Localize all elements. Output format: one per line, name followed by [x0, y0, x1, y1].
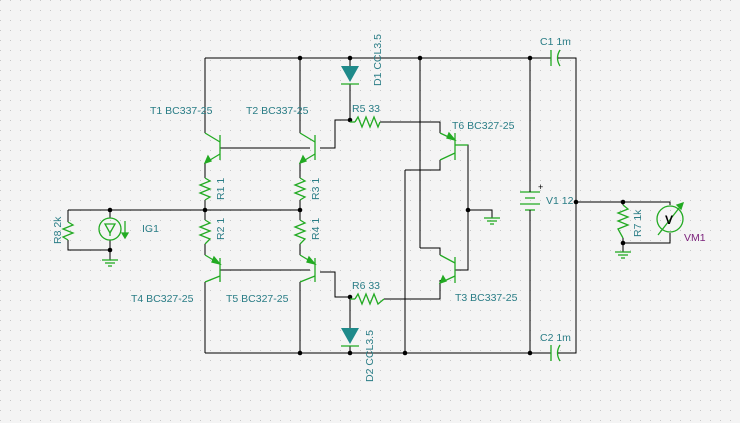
resistor-r8[interactable] [61, 221, 75, 241]
label-ig1: IG1 [142, 223, 159, 235]
label-c1: C1 1m [540, 36, 571, 48]
resistor-r4[interactable] [293, 219, 307, 245]
label-t1: T1 BC337-25 [150, 105, 213, 117]
transistor-t1[interactable] [203, 132, 221, 165]
label-t3: T3 BC337-25 [455, 292, 518, 304]
current-source-ig1[interactable] [98, 217, 130, 241]
resistor-r2[interactable] [198, 219, 212, 245]
label-r3: R3 1 [310, 178, 322, 200]
ground-r7 [615, 251, 631, 259]
transistor-t6[interactable] [439, 131, 468, 161]
label-c2: C2 1m [540, 332, 571, 344]
label-t5: T5 BC327-25 [226, 293, 289, 305]
battery-v1[interactable] [520, 185, 540, 218]
label-r8: R8 2k [52, 216, 64, 244]
label-t6: T6 BC327-25 [452, 120, 515, 132]
label-t2: T2 BC337-25 [246, 105, 309, 117]
label-r6: R6 33 [352, 280, 380, 292]
transistor-t2[interactable] [298, 132, 316, 165]
transistor-t5[interactable] [299, 254, 317, 283]
label-r1: R1 1 [215, 178, 227, 200]
label-r7: R7 1k [632, 209, 644, 237]
resistor-r3[interactable] [293, 177, 307, 201]
label-t4: T4 BC327-25 [131, 293, 194, 305]
label-r5: R5 33 [352, 103, 380, 115]
label-d1: D1 CCL3.5 [372, 34, 384, 86]
transistor-t3[interactable] [438, 254, 456, 285]
resistor-r5[interactable] [350, 115, 381, 129]
capacitor-c2[interactable] [540, 344, 568, 362]
diode-d2[interactable] [341, 324, 359, 347]
battery-plus-sign: + [538, 182, 543, 192]
ground-ig1 [102, 259, 118, 267]
resistor-r1[interactable] [198, 177, 212, 201]
resistor-r6[interactable] [350, 292, 385, 306]
junction-dots [107, 55, 626, 356]
label-r2: R2 1 [215, 218, 227, 240]
label-v1: V1 12 [546, 195, 574, 207]
wires [67, 57, 671, 354]
label-r4: R4 1 [310, 218, 322, 240]
resistor-r7[interactable] [616, 204, 630, 239]
ground-output [484, 217, 500, 225]
capacitor-c1[interactable] [540, 49, 568, 67]
voltmeter-vm1[interactable] [656, 201, 685, 236]
voltmeter-symbol: V [665, 213, 673, 227]
label-d2: D2 CCL3.5 [364, 330, 376, 382]
label-vm1: VM1 [684, 232, 706, 244]
transistor-t4[interactable] [204, 254, 222, 283]
diode-d1[interactable] [341, 64, 359, 85]
